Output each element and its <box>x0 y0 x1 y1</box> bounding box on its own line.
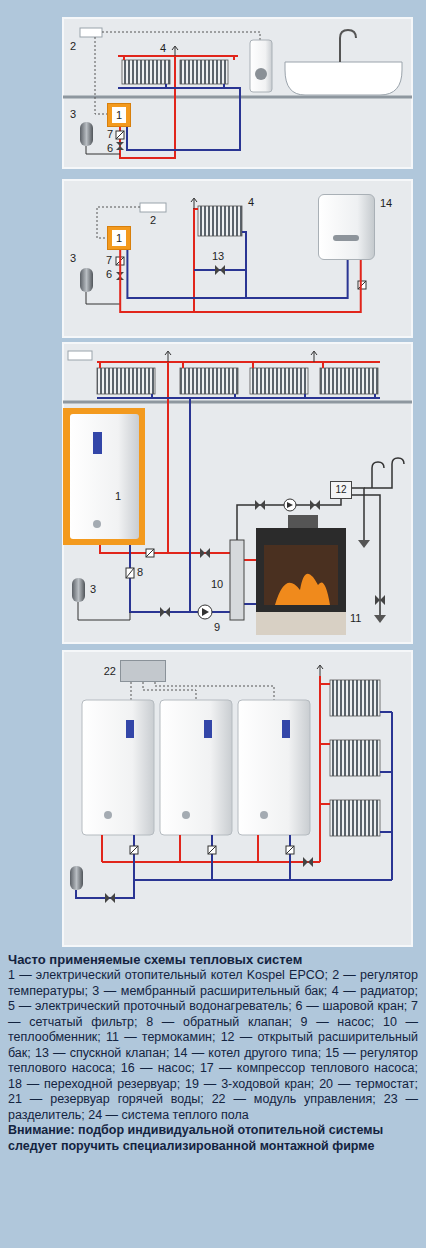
callout-number: 8 <box>137 566 143 579</box>
callout-number: 1 <box>116 109 122 122</box>
boiler-detail <box>93 432 102 454</box>
pipe-connector <box>127 250 347 298</box>
callout-number: 13 <box>212 250 224 263</box>
callout-number: 3 <box>70 252 76 265</box>
callout-number: 4 <box>160 42 166 55</box>
callout-number: 6 <box>106 268 112 281</box>
caption-box: Часто применяемые схемы тепловых систем1… <box>8 952 418 1154</box>
callout-number: 7 <box>107 128 113 141</box>
other-boiler: 14 <box>318 194 375 260</box>
caption-legend: 1 — электрический отопительный котел Kos… <box>8 968 418 1123</box>
boiler-detail <box>333 235 359 241</box>
callout-number: 10 <box>211 578 223 591</box>
boiler-box: 1 <box>107 103 131 127</box>
boiler-box: 1 <box>63 408 145 545</box>
callout-number: 1 <box>115 490 121 503</box>
callout-number: 1 <box>116 232 122 245</box>
boiler-detail <box>70 414 139 539</box>
control-module: 22 <box>120 660 166 682</box>
open-tank: 12 <box>330 481 352 499</box>
boiler-box: 1 <box>107 226 131 250</box>
callout-number: 2 <box>150 214 156 227</box>
callout-number: 6 <box>107 142 113 155</box>
callout-number: 14 <box>380 197 392 210</box>
caption-title: Часто применяемые схемы тепловых систем <box>8 952 418 968</box>
callout-number: 3 <box>70 108 76 121</box>
warning-note: Внимание: подбор индивидуальной отопител… <box>8 1123 418 1154</box>
callout-number: 11 <box>350 612 361 625</box>
callout-number: 4 <box>248 196 254 209</box>
callout-number: 12 <box>335 484 346 496</box>
callout-number: 22 <box>104 665 116 678</box>
callout-number: 9 <box>214 621 220 634</box>
callout-number: 3 <box>90 583 96 596</box>
boiler-detail <box>93 520 101 528</box>
callout-number: 2 <box>70 40 76 53</box>
callout-number: 7 <box>106 254 112 267</box>
